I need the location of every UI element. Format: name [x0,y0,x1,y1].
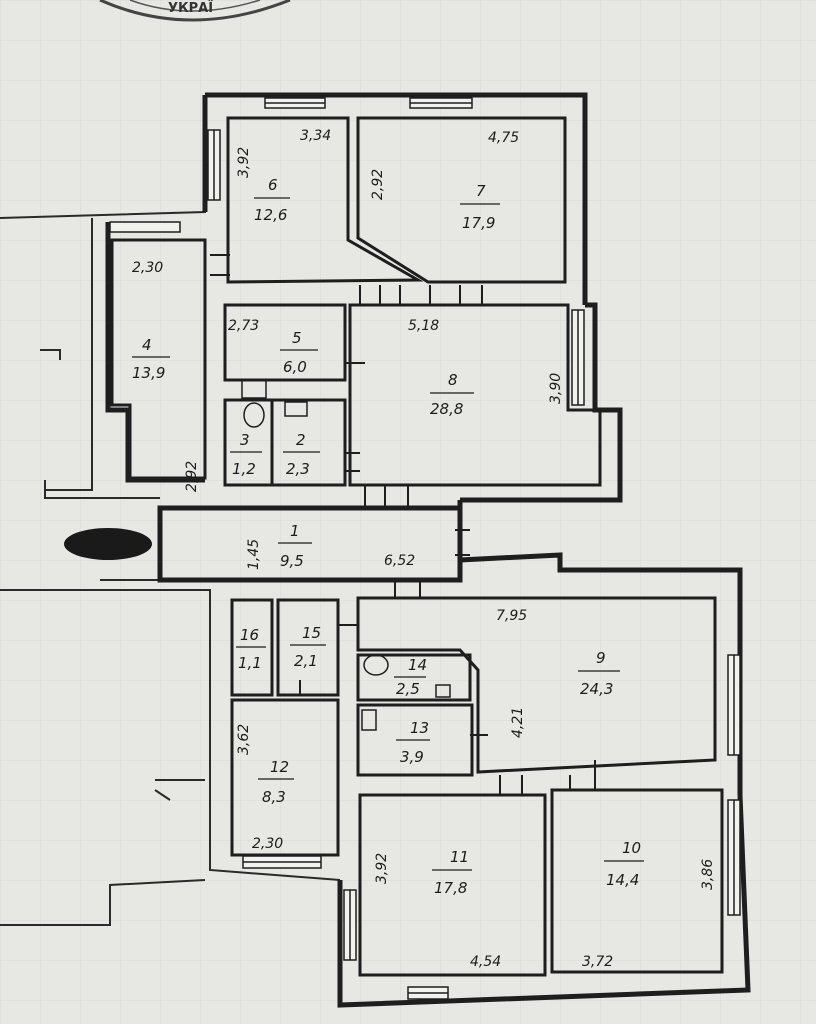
room-16-area: 1,1 [238,654,262,672]
room-7-area: 17,9 [462,214,495,232]
dim-room-8-width: 5,18 [408,318,439,334]
dim-room-1-height: 1,45 [246,539,262,570]
room-13-area: 3,9 [400,748,424,766]
dim-room-12-width: 2,30 [252,836,283,852]
room-3-area: 1,2 [232,460,256,478]
room-12-number: 12 [270,758,289,776]
room-16-label: 16 1,1 [236,626,266,672]
room-9-area: 24,3 [580,680,613,698]
room-walls [110,116,724,977]
dim-room-11-width: 4,54 [470,954,501,970]
dim-room-4-height: 2,92 [184,461,200,492]
door-marks [210,254,596,795]
room-1-label: 1 9,5 [278,522,312,570]
room-6-area: 12,6 [254,206,287,224]
room-14-label: 14 2,5 [394,656,427,698]
dim-room-11-height: 3,92 [374,853,390,884]
room-16-number: 16 [240,626,259,644]
room-11-label: 11 17,8 [432,848,472,897]
room-14-area: 2,5 [396,680,420,698]
dim-room-7-height: 2,92 [370,169,386,200]
room-15-area: 2,1 [294,652,318,670]
room-1-number: 1 [290,522,300,540]
room-2-area: 2,3 [286,460,310,478]
room-9-number: 9 [596,649,606,667]
dim-room-12-height: 3,62 [236,724,252,755]
room-8-number: 8 [448,371,458,389]
room-10-number: 10 [622,839,641,857]
room-13-number: 13 [410,719,429,737]
dim-room-6-width: 3,34 [300,128,331,144]
room-5-number: 5 [292,329,302,347]
room-7-number: 7 [476,182,486,200]
room-11-area: 17,8 [434,879,467,897]
room-15-label: 15 2,1 [290,624,326,670]
room-11-number: 11 [450,848,469,866]
dim-room-8-height: 3,90 [548,373,564,404]
dim-room-1-width: 6,52 [384,553,415,569]
dim-room-10-width: 3,72 [582,954,613,970]
room-2-number: 2 [296,431,306,449]
outer-walls [105,92,751,1008]
dimension-labels: 3,92 3,34 2,92 4,75 2,30 2,73 5,18 3,90 … [132,128,716,970]
room-4-number: 4 [142,336,152,354]
room-4-area: 13,9 [132,364,165,382]
room-5-label: 5 6,0 [280,329,318,376]
windows [109,97,741,1000]
room-8-label: 8 28,8 [430,371,474,418]
room-6-number: 6 [268,176,278,194]
room-5-area: 6,0 [283,358,307,376]
room-12-label: 12 8,3 [258,758,294,806]
dim-room-7-width: 4,75 [488,130,519,146]
room-10-label: 10 14,4 [604,839,644,889]
sanitary-fixtures [241,379,451,731]
dim-room-6-height: 3,92 [236,147,252,178]
dim-room-4-width: 2,30 [132,260,163,276]
stamp-text: УКРАЇ [168,0,213,16]
dim-room-9-width: 7,95 [496,608,527,624]
room-14-number: 14 [408,656,427,674]
room-labels: 6 12,6 7 17,9 4 13,9 5 6,0 8 28,8 3 1,2 [132,176,644,897]
room-4-label: 4 13,9 [132,336,170,382]
room-6-label: 6 12,6 [254,176,290,224]
room-1-area: 9,5 [280,552,304,570]
room-8-area: 28,8 [430,400,463,418]
room-2-label: 2 2,3 [283,431,320,478]
room-3-number: 3 [240,431,250,449]
dim-room-5-width: 2,73 [228,318,259,334]
dim-room-10-height: 3,86 [700,859,716,890]
stamp-seal: УКРАЇ [99,0,291,22]
redaction-mark [64,528,152,560]
room-7-label: 7 17,9 [460,182,500,232]
room-13-label: 13 3,9 [396,719,430,766]
dim-room-9-height: 4,21 [510,707,526,738]
room-3-label: 3 1,2 [230,431,262,478]
room-12-area: 8,3 [262,788,286,806]
room-15-number: 15 [302,624,321,642]
room-10-area: 14,4 [606,871,639,889]
room-9-label: 9 24,3 [578,649,620,698]
